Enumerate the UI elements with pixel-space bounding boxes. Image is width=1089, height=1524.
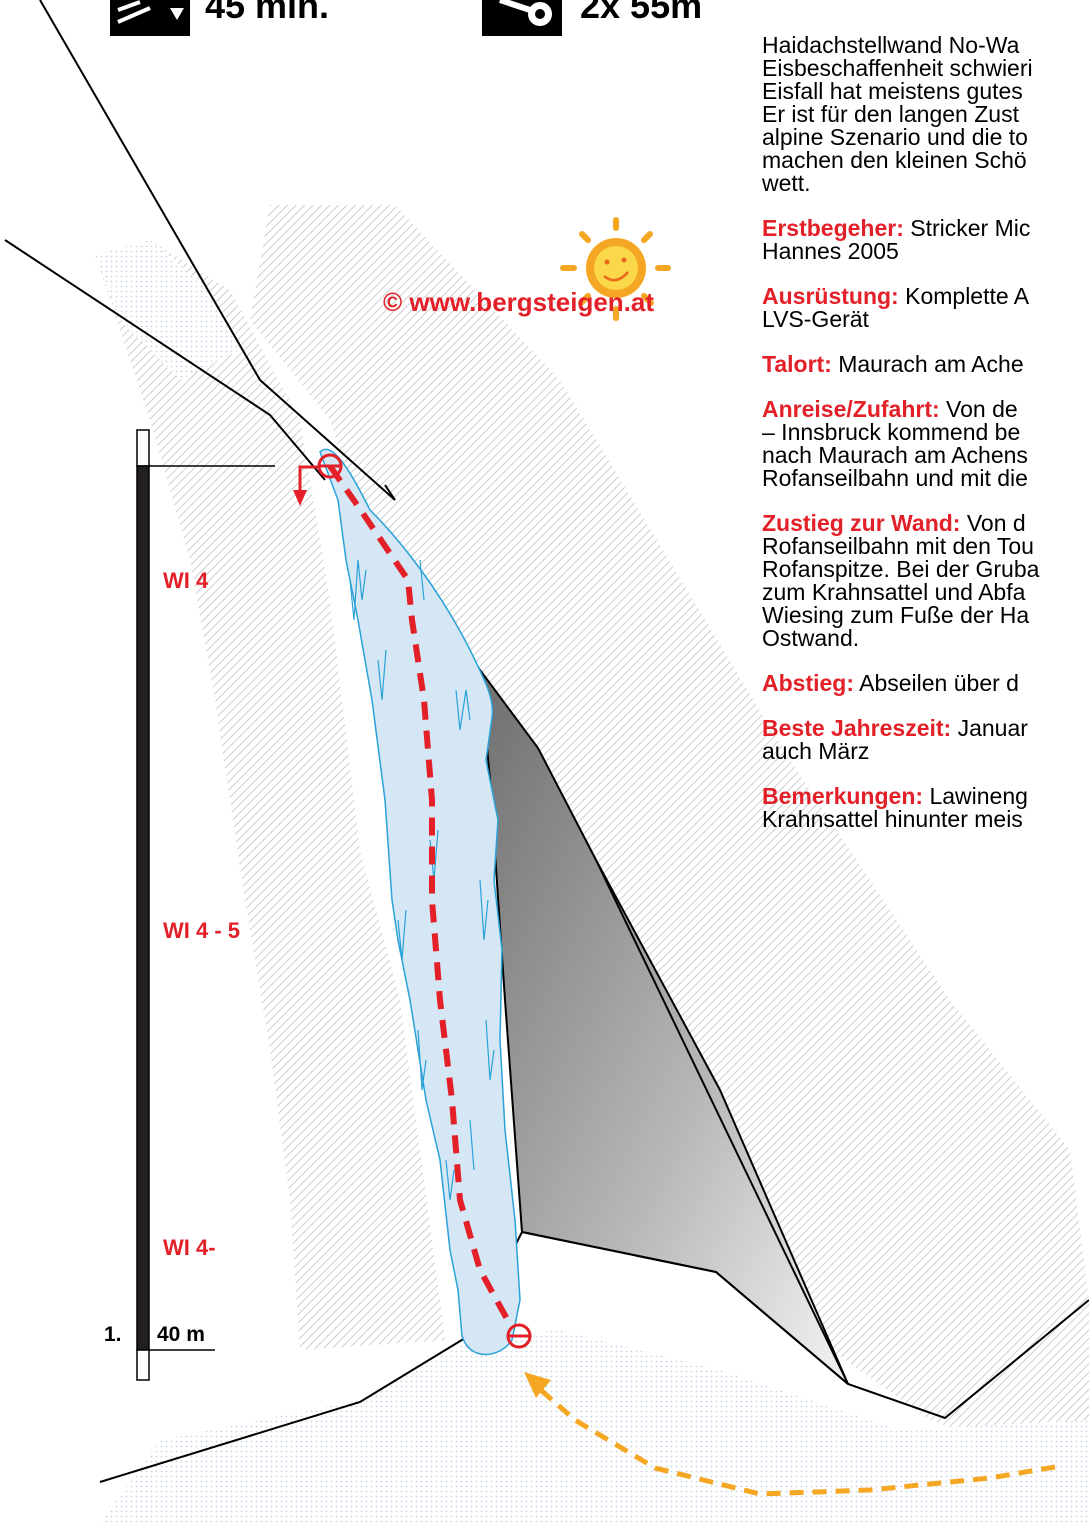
pitch-bar-cap-bottom <box>136 1349 150 1381</box>
info-abstieg: Abstieg: Abseilen über d <box>762 670 1019 696</box>
grade-label-1: WI 4 <box>163 568 209 593</box>
icicles <box>349 559 495 1201</box>
ridge-line-upper <box>384 484 396 501</box>
anchor-bottom <box>506 1323 532 1349</box>
ridge-line-bottom <box>99 1230 1089 1483</box>
rope-icon <box>482 0 562 36</box>
ridge-line-left <box>4 239 326 481</box>
info-column: Haidachstellwand No-Wa Eisbeschaffenheit… <box>762 0 1089 853</box>
grade-label-2: WI 4 - 5 <box>163 918 241 943</box>
approach-arrowhead <box>524 1372 551 1398</box>
info-bemerkungen: Bemerkungen: Lawineng Krahnsattel hinunt… <box>762 783 1028 832</box>
snow-dots-bottom <box>100 1330 1089 1524</box>
anchor-top <box>317 453 343 479</box>
rappel-arrow <box>293 465 318 506</box>
sun-logo <box>560 217 671 321</box>
info-jahreszeit: Beste Jahreszeit: Januar auch März <box>762 715 1028 764</box>
pitch-bar-cap-top <box>136 429 150 467</box>
time-icon <box>110 0 190 36</box>
pitch-bar <box>136 465 150 1351</box>
info-erstbegeher: Erstbegeher: Stricker Mic Hannes 2005 <box>762 215 1031 264</box>
rock-hatch-left <box>95 240 445 1350</box>
rock-hatch-main <box>250 205 1089 1480</box>
grade-label-3: WI 4- <box>163 1235 216 1260</box>
time-text: 45 min. <box>205 0 330 26</box>
route-line <box>327 464 515 1330</box>
pitch-length: 40 m <box>157 1323 205 1346</box>
pitch-number: 1. <box>104 1323 122 1346</box>
info-talort: Talort: Maurach am Ache <box>762 351 1024 377</box>
ridge-line-face <box>595 859 849 1385</box>
info-zustieg: Zustieg zur Wand: Von d Rofanseilbahn mi… <box>762 510 1040 651</box>
description: Haidachstellwand No-Wa Eisbeschaffenheit… <box>762 32 1033 196</box>
info-ausruestung: Ausrüstung: Komplette A LVS-Gerät <box>762 283 1030 332</box>
ice-fall <box>319 448 521 1356</box>
ridge-line-top <box>39 0 396 501</box>
info-anreise: Anreise/Zufahrt: Von de – Innsbruck komm… <box>762 396 1028 491</box>
rope-text: 2x 55m <box>580 0 703 26</box>
copyright-text: © www.bergsteigen.at <box>383 287 655 317</box>
snow-dots-top <box>95 240 240 380</box>
